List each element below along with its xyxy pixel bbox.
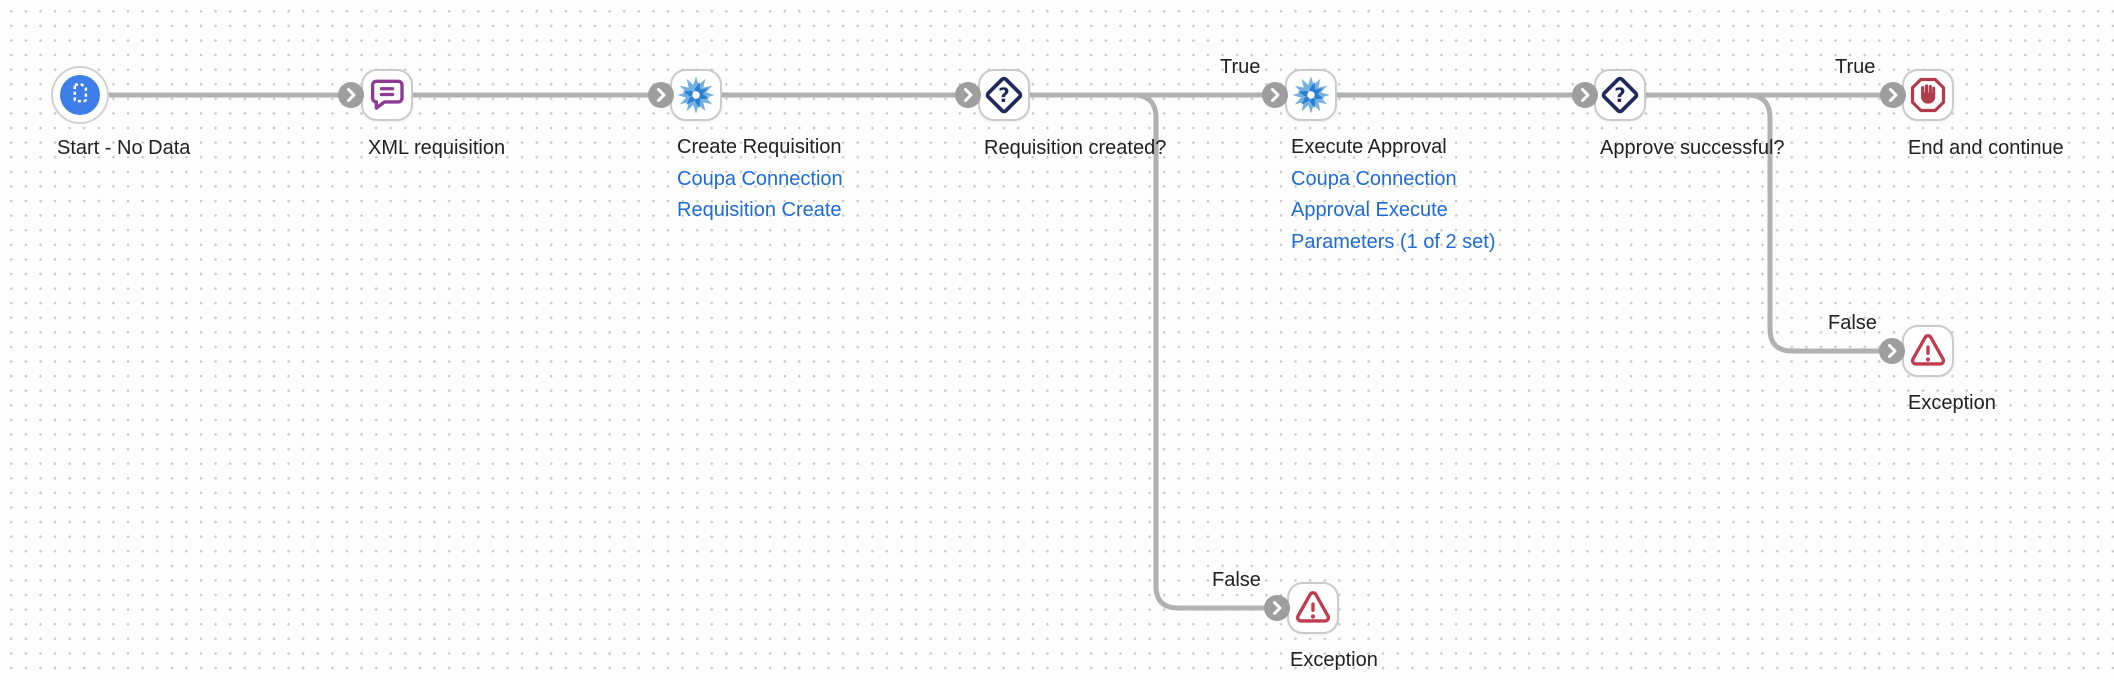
warning-triangle-icon bbox=[1292, 587, 1334, 629]
branch-label-true: True bbox=[1220, 56, 1261, 78]
node-label-execute-approval: Execute Approval Coupa Connection Approv… bbox=[1291, 132, 1496, 258]
connection-link[interactable]: Coupa Connection bbox=[677, 167, 843, 190]
message-icon bbox=[367, 75, 407, 115]
input-port-chevron-icon[interactable] bbox=[1879, 338, 1905, 364]
input-port-chevron-icon[interactable] bbox=[648, 82, 674, 108]
node-exception-requisition-false[interactable] bbox=[1287, 582, 1339, 634]
branch-label-false: False bbox=[1212, 569, 1261, 591]
node-xml-requisition[interactable] bbox=[361, 69, 413, 121]
node-exception-approve-false[interactable] bbox=[1902, 325, 1954, 377]
node-label-exception: Exception bbox=[1290, 649, 1378, 671]
coupa-connector-icon bbox=[1289, 73, 1333, 117]
branch-label-false: False bbox=[1828, 312, 1877, 334]
node-approve-successful[interactable]: ? bbox=[1594, 69, 1646, 121]
operation-link[interactable]: Requisition Create bbox=[677, 199, 842, 221]
node-label-xml-requisition: XML requisition bbox=[368, 137, 506, 159]
connection-link[interactable]: Coupa Connection bbox=[1291, 167, 1457, 190]
node-execute-approval[interactable] bbox=[1285, 69, 1337, 121]
node-label-create-requisition: Create Requisition Coupa Connection Requ… bbox=[677, 132, 843, 227]
operation-link[interactable]: Approval Execute bbox=[1291, 199, 1448, 221]
start-document-icon bbox=[67, 80, 93, 111]
branch-label-true: True bbox=[1835, 56, 1876, 78]
node-label-requisition-created: Requisition created? bbox=[984, 137, 1167, 159]
input-port-chevron-icon[interactable] bbox=[338, 82, 364, 108]
question-mark-glyph: ? bbox=[998, 84, 1009, 107]
question-mark-glyph: ? bbox=[1614, 84, 1625, 107]
parameters-link[interactable]: Parameters (1 of 2 set) bbox=[1291, 230, 1496, 253]
coupa-connector-icon bbox=[674, 73, 718, 117]
connector-requisition-false-branch bbox=[1132, 92, 1272, 611]
node-requisition-created[interactable]: ? bbox=[978, 69, 1030, 121]
stop-hand-icon bbox=[1908, 75, 1948, 115]
node-end-and-continue[interactable] bbox=[1902, 69, 1954, 121]
decision-icon: ? bbox=[1598, 73, 1642, 117]
node-label-start: Start - No Data bbox=[57, 137, 191, 159]
node-create-requisition[interactable] bbox=[670, 69, 722, 121]
node-label-exception: Exception bbox=[1908, 392, 1996, 414]
connector-approve-false-branch bbox=[1746, 92, 1887, 354]
input-port-chevron-icon[interactable] bbox=[1262, 82, 1288, 108]
warning-triangle-icon bbox=[1907, 330, 1949, 372]
node-start[interactable] bbox=[51, 66, 109, 124]
input-port-chevron-icon[interactable] bbox=[1880, 82, 1906, 108]
input-port-chevron-icon[interactable] bbox=[955, 82, 981, 108]
start-circle bbox=[60, 75, 100, 115]
input-port-chevron-icon[interactable] bbox=[1572, 82, 1598, 108]
decision-icon: ? bbox=[982, 73, 1026, 117]
node-title: Create Requisition bbox=[677, 136, 842, 158]
input-port-chevron-icon[interactable] bbox=[1264, 595, 1290, 621]
node-title: Execute Approval bbox=[1291, 136, 1447, 158]
node-label-end-and-continue: End and continue bbox=[1908, 137, 2064, 159]
node-label-approve-successful: Approve successful? bbox=[1600, 137, 1785, 159]
